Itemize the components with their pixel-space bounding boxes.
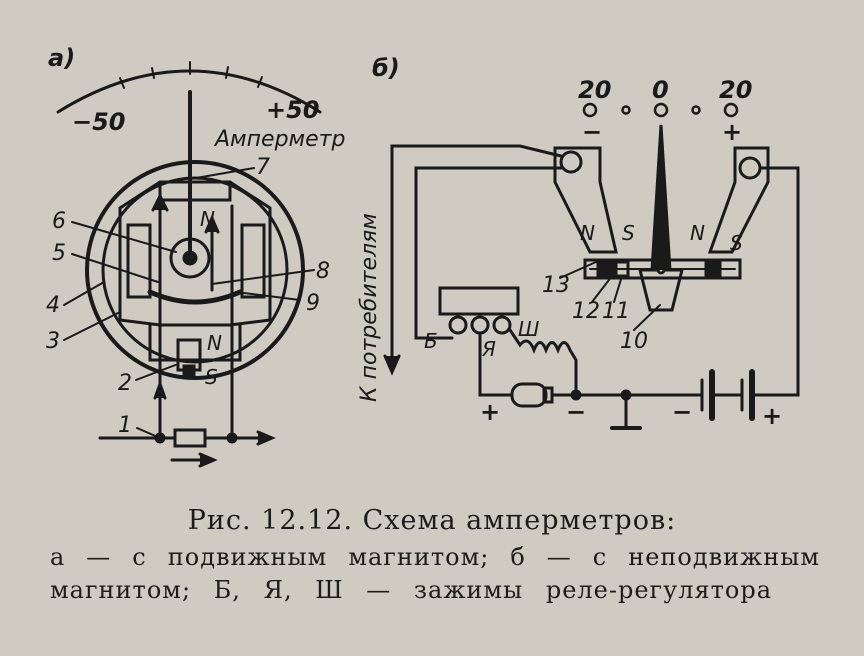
bat-plus: + [762, 402, 782, 430]
scale-dots [582, 102, 739, 118]
lower-pole-piece [148, 323, 242, 362]
scale-minus-sign: − [582, 118, 602, 146]
callout-4: 4 [46, 293, 60, 318]
callout-leaders-a [63, 167, 315, 439]
arrow-up-right [153, 379, 167, 400]
bat-minus: − [672, 398, 692, 426]
terminal-right [738, 156, 762, 180]
pole-n-top: N [200, 207, 215, 231]
needle [650, 124, 672, 272]
pole-n-left: N [580, 221, 595, 245]
wire-left-inner [414, 166, 563, 340]
scale-20-left: 20 [578, 76, 611, 104]
needle-base [638, 268, 684, 312]
shunt-resistor [173, 428, 207, 448]
scale-ticks [119, 61, 263, 89]
conductor-bar [583, 258, 742, 280]
arrow-up-mid [204, 214, 220, 234]
shunt-arrow-right [256, 430, 276, 446]
arrow-up-left [151, 192, 169, 212]
callout-2: 2 [118, 371, 132, 396]
terminal-sh [492, 315, 512, 335]
gen-plus: + [480, 398, 500, 426]
magnet-yoke [118, 180, 272, 327]
callout-8: 8 [316, 259, 330, 284]
pole-s-left: S [622, 221, 635, 245]
panel-a-marker: а) [48, 44, 75, 72]
wire-top-left [390, 144, 563, 242]
consumer-arrowhead [383, 354, 401, 376]
scale-plus-sign: + [722, 118, 742, 146]
panel-a-labels: а) −50 +50 Амперметр N N S 7 6 5 8 9 4 3… [46, 44, 345, 438]
panel-b [383, 102, 800, 430]
callout-5: 5 [52, 241, 66, 266]
terminal-left [559, 150, 583, 174]
callout-3: 3 [46, 329, 60, 354]
scale-20-right: 20 [719, 76, 752, 104]
field-coil [508, 328, 578, 397]
pole-s-right: S [730, 231, 743, 255]
callout-10: 10 [620, 329, 648, 354]
terminal-ya [470, 315, 490, 335]
pole-n-right: N [690, 221, 705, 245]
upper-pole-piece [158, 180, 232, 202]
panel-a [56, 61, 322, 468]
callout-7: 7 [256, 155, 270, 180]
terminal-b-label: Б [424, 329, 438, 353]
wire-right [758, 166, 800, 397]
bar-block-left [596, 260, 616, 278]
direction-arrowhead [198, 452, 218, 468]
scale-minus-label: −50 [72, 108, 126, 136]
callout-6: 6 [52, 209, 66, 234]
wire-gen-left [478, 331, 512, 397]
callout-11: 11 [602, 299, 630, 324]
damping-arc [147, 289, 243, 305]
scale-0: 0 [652, 76, 669, 104]
right-pole [240, 223, 266, 299]
pole-n-bottom: N [207, 331, 222, 355]
ammeter-label: Амперметр [213, 127, 345, 152]
panel-b-labels: б) 20 0 20 − + N S N S 13 12 11 10 Б Я Ш… [357, 54, 782, 430]
relay-regulator [438, 286, 520, 316]
panel-b-marker: б) [372, 54, 400, 82]
figure-caption-line-3: магнитом; Б, Я, Ш — зажимы реле-регулято… [50, 576, 772, 604]
generator-body [510, 382, 548, 408]
inner-ring [101, 176, 289, 364]
callout-12: 12 [572, 299, 600, 324]
left-pole [126, 223, 152, 299]
scale-plus-label: +50 [266, 96, 320, 124]
callout-leaders-b [559, 261, 661, 331]
gen-minus: − [566, 398, 586, 426]
rotor-axle [182, 250, 198, 266]
outer-ring [85, 160, 305, 380]
magnet-right [707, 146, 770, 254]
terminal-sh-label: Ш [518, 317, 539, 341]
consumers-label: К потребителям [357, 213, 382, 402]
callout-13: 13 [542, 273, 570, 298]
bar-block-right [704, 260, 722, 278]
magnet-left [553, 146, 618, 254]
shunt-node-right [226, 432, 238, 444]
figure-caption-line-2: а — с подвижным магнитом; б — с неподвиж… [50, 543, 820, 571]
small-magnet-core [182, 364, 196, 378]
pole-s: S [205, 365, 218, 389]
terminal-ya-label: Я [481, 337, 496, 361]
callout-9: 9 [306, 291, 320, 316]
rotor-magnet [169, 237, 211, 279]
callout-1: 1 [118, 413, 132, 438]
figure-title: Рис. 12.12. Схема амперметров: [187, 505, 677, 536]
terminal-b [448, 315, 468, 335]
